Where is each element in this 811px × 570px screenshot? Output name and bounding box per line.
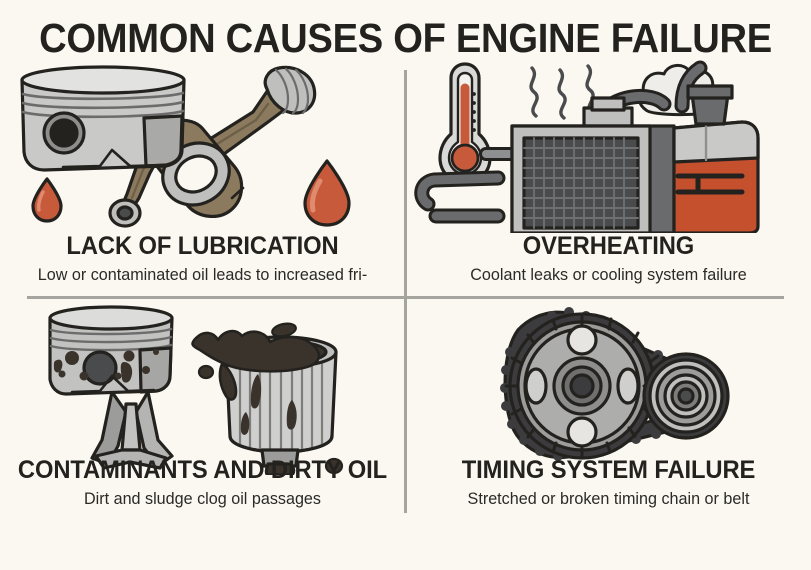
section-subtitle: Dirt and sludge clog oil passages	[83, 489, 321, 508]
section-title: OVERHEATING	[522, 232, 695, 260]
section-timing-system-failure: TIMING SYSTEM FAILURE Stretched or broke…	[406, 300, 811, 570]
infographic-poster: COMMON CAUSES OF ENGINE FAILURE	[0, 15, 811, 513]
caption-block: OVERHEATING Coolant leaks or cooling sys…	[406, 231, 811, 287]
section-contaminants-and-dirty-oil: CONTAMINANTS AND DIRTY OIL Dirt and slud…	[0, 300, 405, 570]
section-title: CONTAMINANTS AND DIRTY OIL	[17, 456, 388, 484]
page-title: COMMON CAUSES OF ENGINE FAILURE	[39, 15, 772, 61]
section-overheating: OVERHEATING Coolant leaks or cooling sys…	[406, 58, 811, 328]
piston-connecting-rod-with-oil-drops-icon	[0, 58, 405, 233]
section-title: LACK OF LUBRICATION	[66, 232, 339, 260]
section-lack-of-lubrication: LACK OF LUBRICATION Low or contaminated …	[0, 58, 405, 328]
vertical-divider	[404, 70, 407, 513]
caption-block: LACK OF LUBRICATION Low or contaminated …	[0, 231, 405, 287]
dirty-piston-and-clogged-oil-filter-icon	[0, 300, 405, 475]
timing-belt-sprockets-icon	[406, 300, 811, 475]
section-subtitle: Low or contaminated oil leads to increas…	[37, 265, 368, 284]
radiator-thermometer-steam-icon	[406, 58, 811, 233]
section-subtitle: Stretched or broken timing chain or belt	[467, 489, 750, 508]
section-subtitle: Coolant leaks or cooling system failure	[470, 265, 747, 284]
caption-block: TIMING SYSTEM FAILURE Stretched or broke…	[406, 455, 811, 511]
horizontal-divider	[27, 296, 784, 299]
section-title: TIMING SYSTEM FAILURE	[461, 456, 756, 484]
caption-block: CONTAMINANTS AND DIRTY OIL Dirt and slud…	[0, 455, 405, 511]
